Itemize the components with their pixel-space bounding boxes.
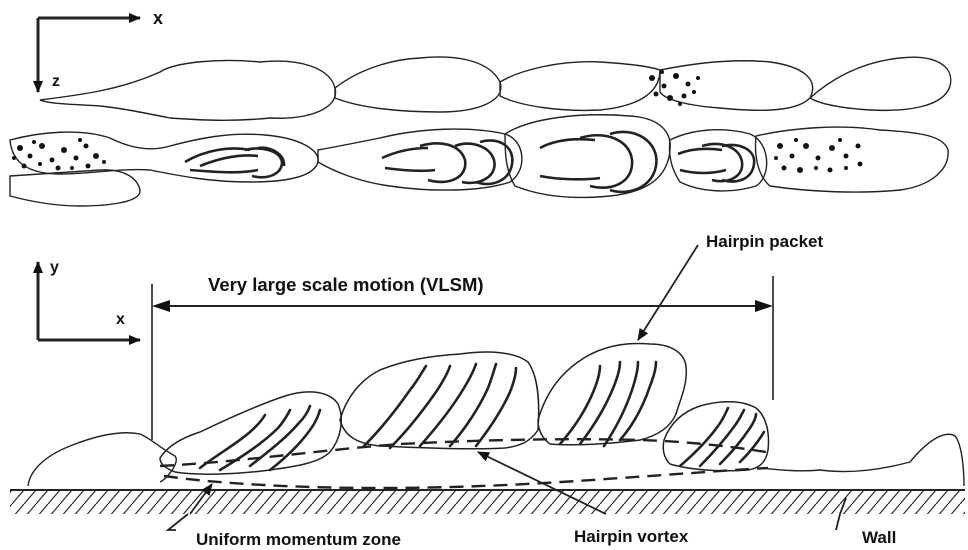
uniform-momentum-zone-label: Uniform momentum zone <box>196 530 401 549</box>
hairpin-head <box>382 140 512 184</box>
umz-upper-boundary <box>160 439 766 466</box>
hairpin-leg <box>620 362 656 440</box>
hairpin-leg <box>450 364 496 446</box>
hairpin-head <box>185 148 284 178</box>
hairpin-packet-leader <box>638 245 698 340</box>
hairpin-head <box>678 144 754 181</box>
wall <box>10 490 965 514</box>
side-view-axes: y x <box>38 259 140 340</box>
hairpin-leg <box>560 366 600 444</box>
hairpin-packet-label: Hairpin packet <box>706 232 823 251</box>
hairpin-packet-outline <box>663 402 768 471</box>
streak-blob <box>500 62 660 111</box>
umz-leader-hook <box>168 514 188 530</box>
wall-label: Wall <box>862 528 896 547</box>
upstream-structure <box>28 433 176 486</box>
downstream-structure <box>760 434 964 486</box>
hairpin-vortex-label: Hairpin vortex <box>574 527 689 546</box>
hairpin-leg <box>420 364 476 446</box>
streak-blob <box>810 57 951 110</box>
umz-lower-boundary <box>164 468 768 488</box>
hairpin-packets <box>160 344 769 475</box>
top-view-axes: x z <box>38 8 163 92</box>
hairpin-packet-outline <box>538 344 686 445</box>
streak-blob <box>660 61 813 111</box>
vlsm-label: Very large scale motion (VLSM) <box>208 274 484 295</box>
hairpin-head <box>540 132 656 192</box>
top-x-axis-label: x <box>153 8 163 28</box>
side-y-axis-label: y <box>50 259 59 276</box>
wall-hatching <box>10 490 965 514</box>
vlsm-arrow-left <box>152 300 170 312</box>
top-view-stippling <box>12 70 863 173</box>
top-view-hairpin-heads <box>185 132 754 192</box>
streak-blob <box>756 127 949 192</box>
hairpin-packet-outline <box>340 352 539 449</box>
hairpin-leg <box>680 408 728 466</box>
side-x-axis-label: x <box>116 311 125 328</box>
hairpin-leg <box>476 368 516 446</box>
hairpin-leg <box>604 362 638 446</box>
streak-blob <box>10 170 140 206</box>
streak-blob <box>40 60 336 120</box>
hairpin-leg <box>364 366 426 446</box>
vlsm-arrow-right <box>755 300 773 312</box>
streak-blob <box>318 129 522 190</box>
streak-blob <box>335 57 501 112</box>
top-z-axis-label: z <box>52 73 60 90</box>
vlsm-extent: Very large scale motion (VLSM) <box>152 274 773 440</box>
